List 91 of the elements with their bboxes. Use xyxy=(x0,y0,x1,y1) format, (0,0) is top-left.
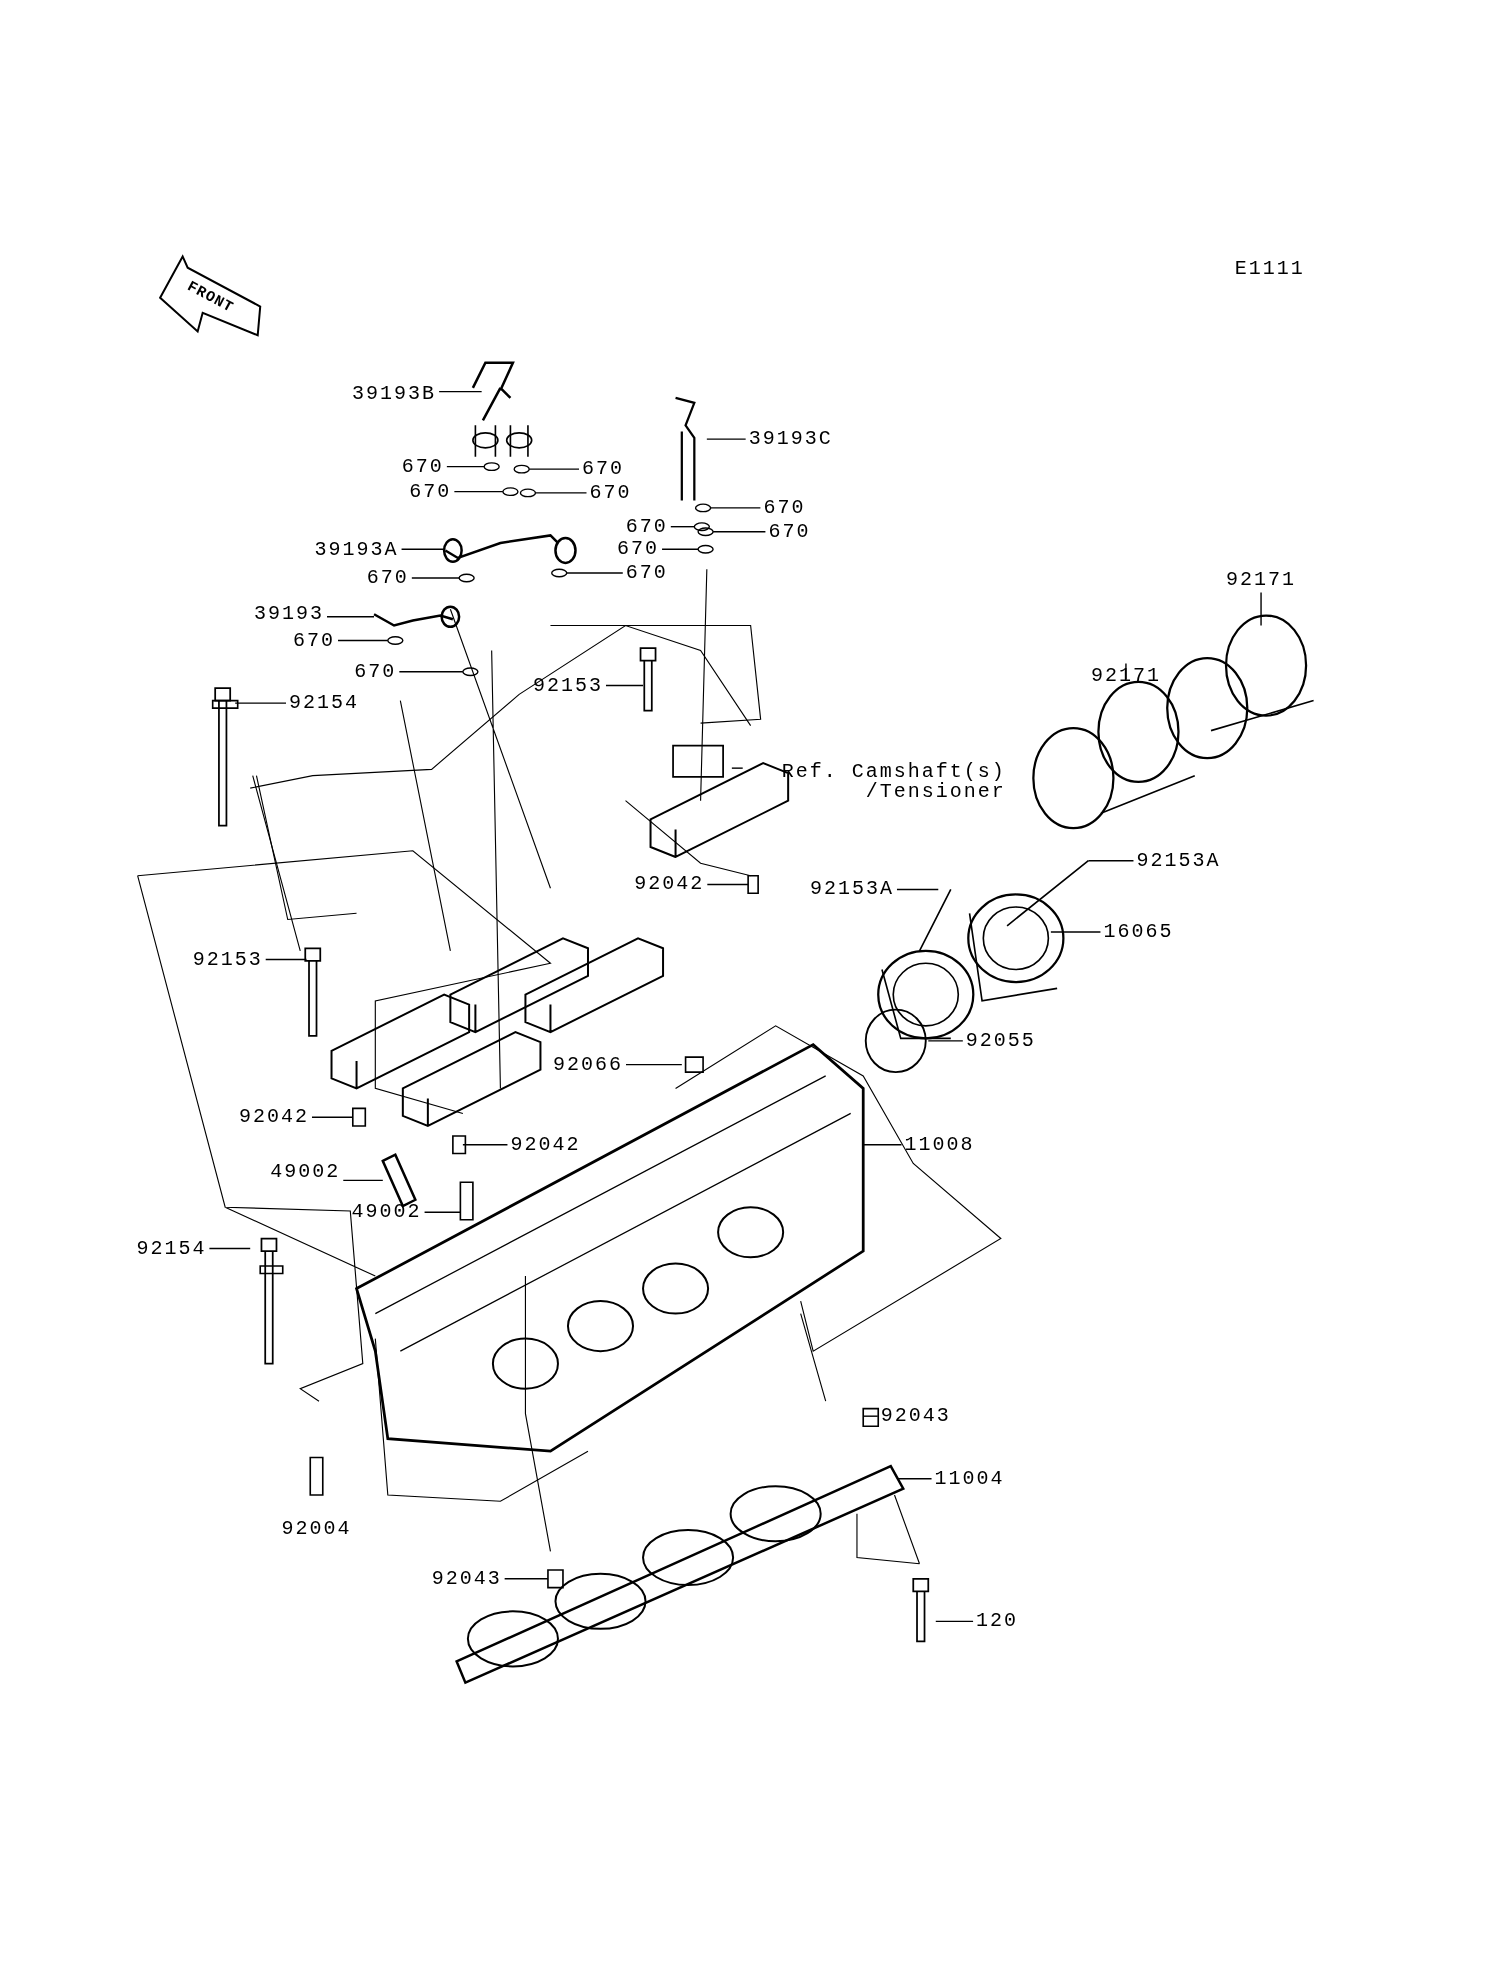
o-ring xyxy=(513,464,530,474)
callout-number: 92154 xyxy=(136,1238,207,1259)
o-ring xyxy=(697,527,714,537)
leader-line xyxy=(862,1415,879,1417)
leader-line xyxy=(706,438,747,440)
leader-line xyxy=(528,468,580,470)
callout-number: 670 xyxy=(625,516,668,537)
callout-number: 670 xyxy=(625,562,668,583)
callout-number: 92042 xyxy=(238,1107,309,1128)
callout-number: 670 xyxy=(293,630,335,651)
leader-line xyxy=(661,548,699,550)
callout-number: 92043 xyxy=(880,1406,951,1427)
callout-number: 49002 xyxy=(270,1162,341,1183)
callout-number: 92154 xyxy=(289,693,360,714)
callout-number: 670 xyxy=(589,482,632,503)
leader-line xyxy=(462,1144,509,1146)
leader-line xyxy=(927,1040,964,1042)
callout-number: 670 xyxy=(768,521,811,542)
leader-line xyxy=(712,531,767,533)
callout-number: 92042 xyxy=(634,874,705,895)
leader-line xyxy=(453,490,504,493)
reference-note: Ref. Camshaft(s) /Tensioner xyxy=(745,761,1006,802)
leader-line xyxy=(935,1620,974,1623)
oil-pipe xyxy=(442,534,577,565)
leader-line xyxy=(265,958,308,961)
o-ring xyxy=(458,573,475,583)
leader-line xyxy=(731,767,744,769)
callout-number: 39193C xyxy=(748,429,833,450)
leader-line xyxy=(311,1116,354,1118)
leader-line xyxy=(896,888,939,891)
leader-line xyxy=(1087,860,1135,862)
callout-number: 92153 xyxy=(532,675,603,696)
leader-line xyxy=(1260,591,1262,627)
leader-line xyxy=(625,1063,683,1066)
callout-number: 92004 xyxy=(281,1518,352,1539)
leader-line xyxy=(706,883,749,886)
callout-number: 39193 xyxy=(254,604,324,625)
callout-number: 92171 xyxy=(1226,570,1297,591)
callout-number: 11004 xyxy=(934,1468,1005,1489)
callout-number: 670 xyxy=(409,481,452,502)
o-ring xyxy=(519,488,537,498)
o-ring xyxy=(483,462,500,472)
callout-number: 670 xyxy=(582,459,624,480)
leader-line xyxy=(438,390,483,393)
callout-number: 16065 xyxy=(1103,922,1174,942)
leader-line xyxy=(423,1211,462,1213)
leader-line xyxy=(234,702,287,704)
callout-number: 11008 xyxy=(904,1134,975,1155)
callout-number: 92043 xyxy=(431,1568,502,1589)
oil-pipe xyxy=(373,605,461,628)
callout-number: 670 xyxy=(763,497,806,518)
callout-number: 92055 xyxy=(965,1030,1036,1051)
callout-number: 670 xyxy=(617,539,660,560)
page-code: E1111 xyxy=(1234,258,1305,279)
callout-number: 670 xyxy=(401,456,444,477)
leader-line xyxy=(503,1578,549,1580)
leader-line xyxy=(605,684,644,687)
o-ring xyxy=(694,503,712,513)
callout-number: 92153 xyxy=(192,949,263,970)
o-ring xyxy=(387,636,404,645)
o-ring xyxy=(693,522,711,532)
leader-line xyxy=(342,1179,384,1182)
callout-number: 670 xyxy=(354,661,397,682)
callout-number: 49002 xyxy=(351,1202,422,1223)
o-ring xyxy=(697,544,714,554)
leader-line xyxy=(670,526,696,528)
leader-line xyxy=(566,572,624,574)
o-ring xyxy=(462,667,479,677)
leader-line xyxy=(411,577,460,579)
callout-number: 39193B xyxy=(352,384,437,405)
o-ring xyxy=(551,568,568,578)
callout-number: 92171 xyxy=(1090,665,1161,686)
leader-line xyxy=(534,492,588,494)
callout-number: 670 xyxy=(366,567,409,588)
leader-line xyxy=(446,465,485,468)
callout-number: 120 xyxy=(976,1611,1019,1632)
leader-line xyxy=(896,1478,933,1480)
callout-number: 92153A xyxy=(809,879,894,900)
leader-line xyxy=(208,1247,251,1250)
o-ring xyxy=(502,487,519,497)
leader-line xyxy=(862,1144,903,1146)
leader-line xyxy=(398,671,464,673)
leader-line xyxy=(709,507,762,509)
callout-number: 92042 xyxy=(510,1134,581,1155)
callout-number: 92066 xyxy=(553,1054,623,1075)
leader-line xyxy=(1050,931,1102,933)
leader-line xyxy=(326,616,375,618)
leader-line xyxy=(400,548,445,550)
leader-line xyxy=(337,639,389,642)
callout-number: 39193A xyxy=(314,540,399,561)
callout-number: 92153A xyxy=(1136,850,1221,871)
